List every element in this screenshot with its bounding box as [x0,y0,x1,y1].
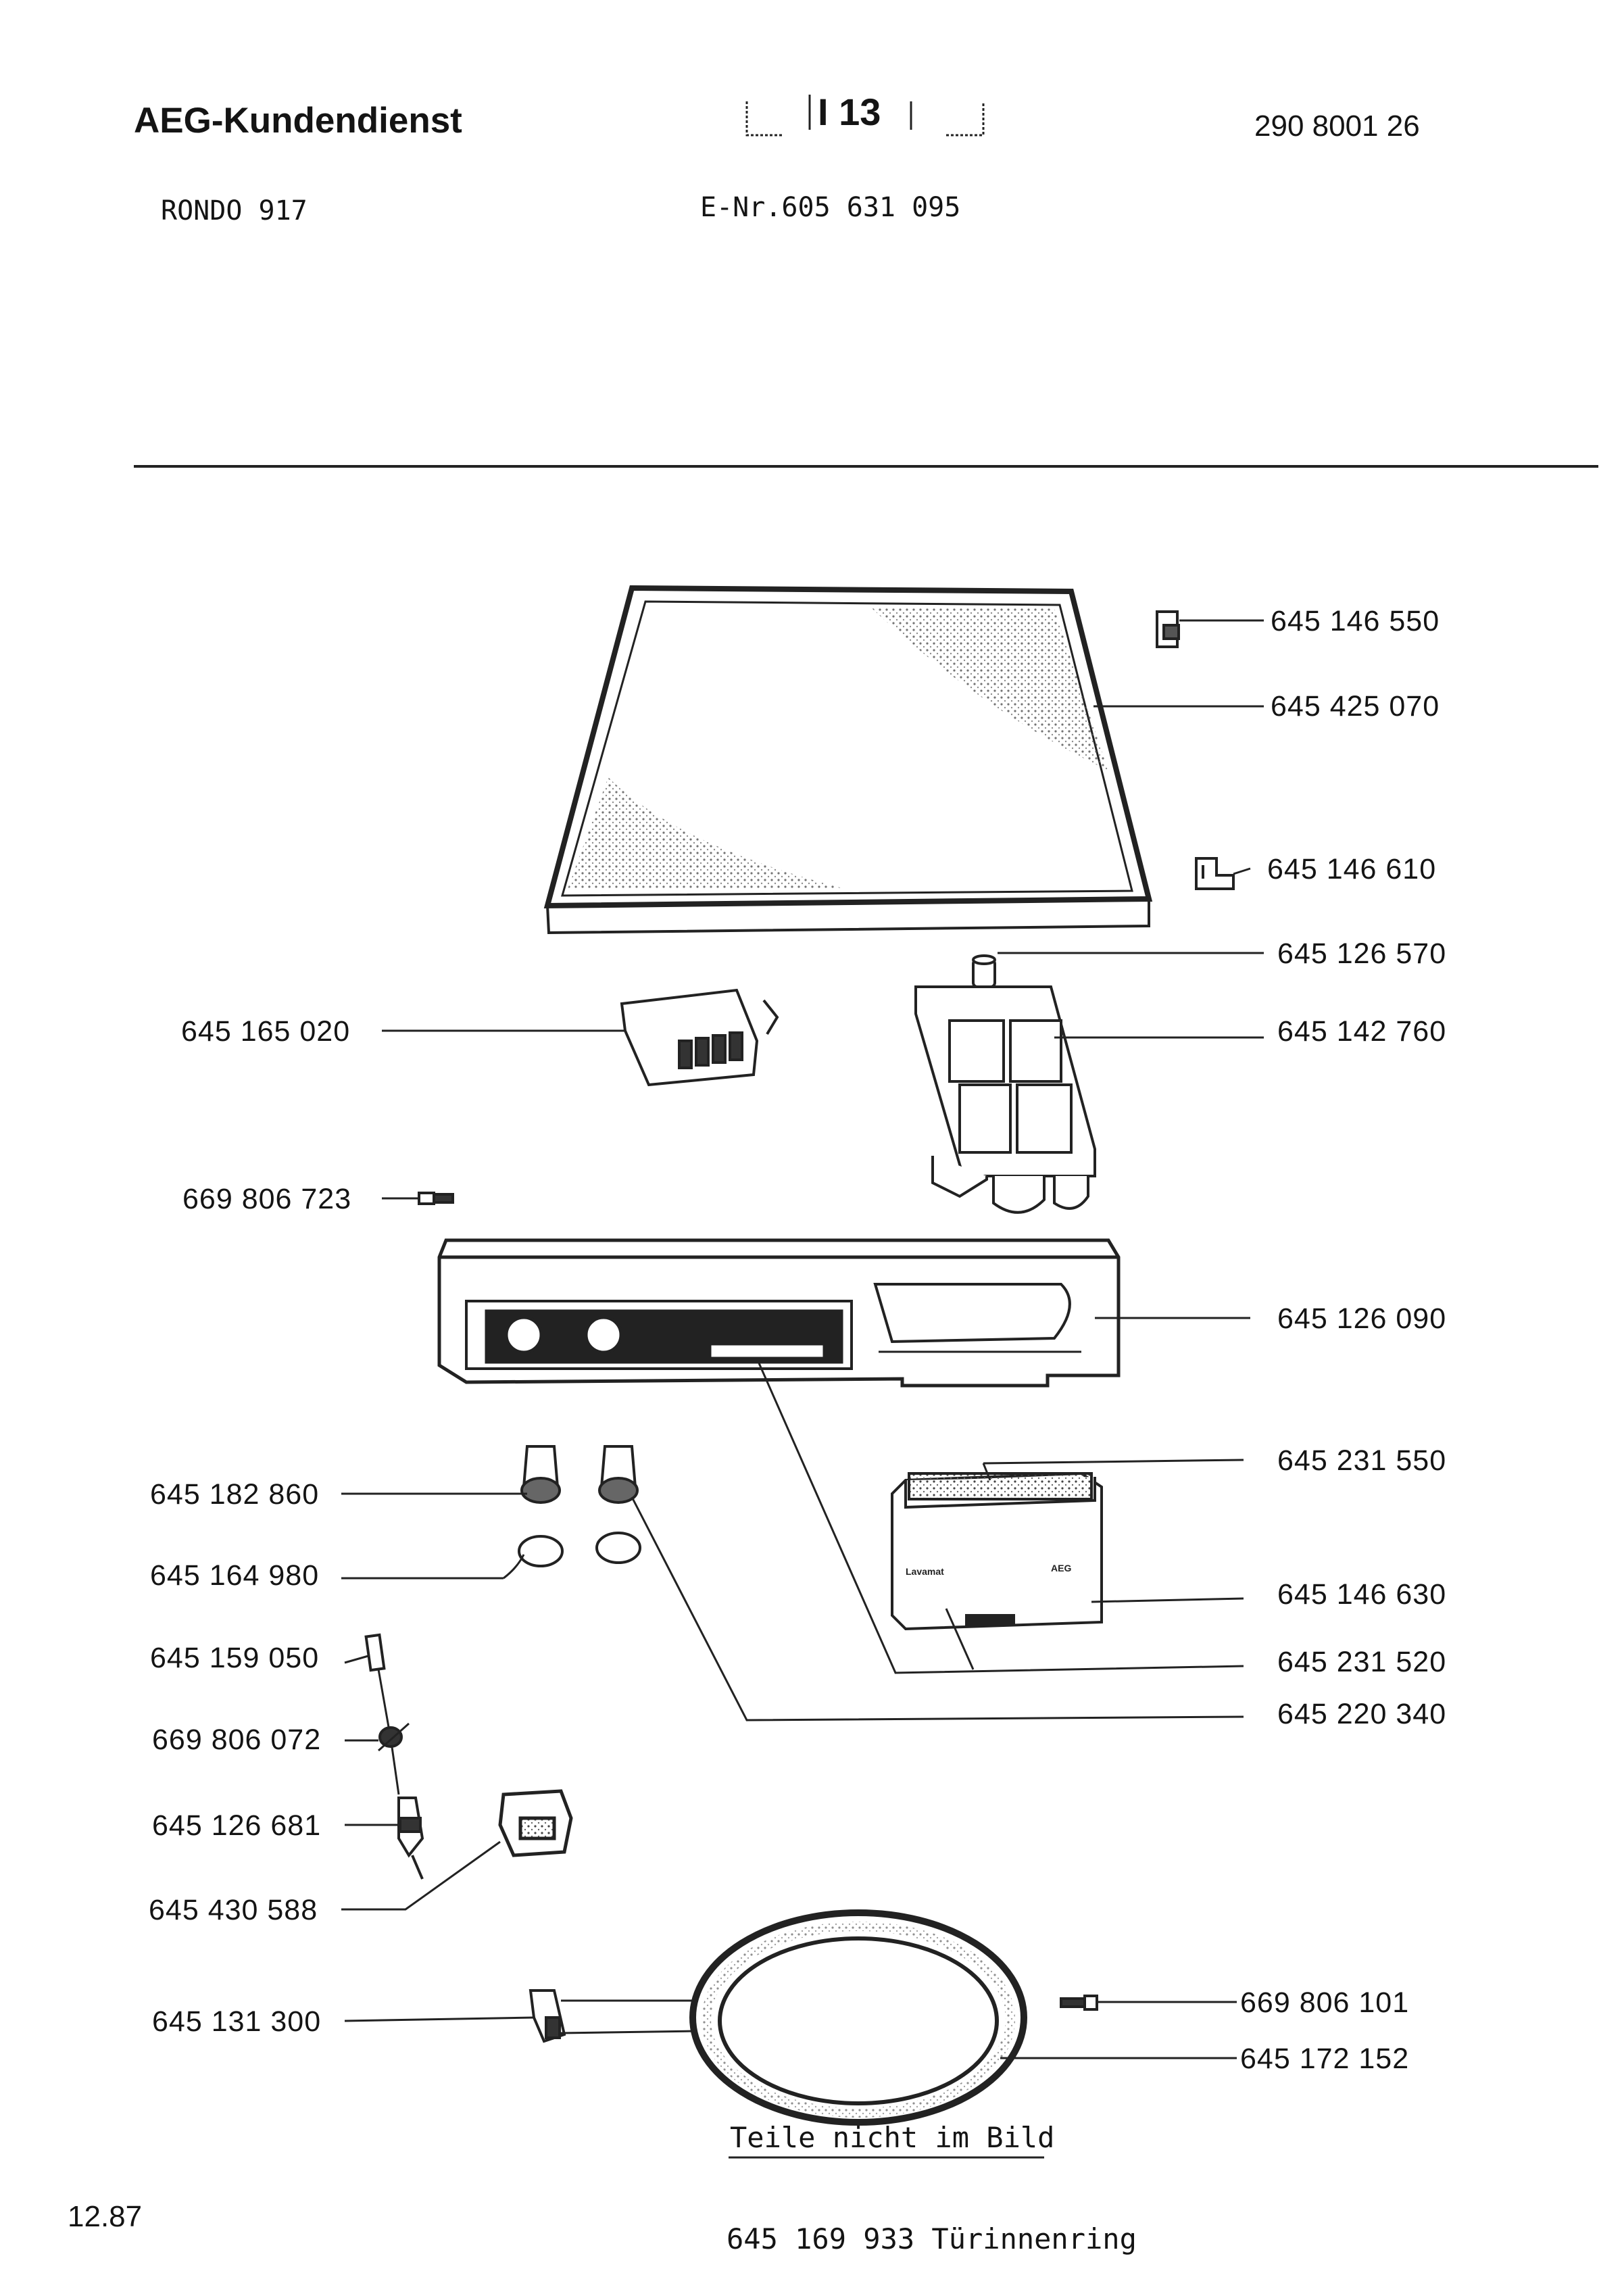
panel-insert-part [891,1471,1103,1631]
part-number: 645 231 520 [1277,1646,1447,1678]
part-number: 645 146 630 [1277,1578,1447,1611]
aeg-panel-label: AEG [1051,1563,1071,1573]
not-shown-item: 645 169 933 Türinnenring [727,2222,1137,2255]
page-reference: I 13 [818,91,881,133]
part-number: 645 165 020 [181,1015,351,1048]
part-number: 645 430 588 [149,1894,318,1926]
brand-title: AEG-Kundendienst [134,101,462,141]
part-number: 645 172 152 [1240,2043,1410,2075]
hinge-part [529,1989,566,2043]
lavamat-label: Lavamat [906,1566,944,1577]
door-ring-part [689,1909,1027,2126]
part-number: 645 126 681 [152,1809,322,1842]
terminal-strip-part [620,988,779,1087]
screw-part [418,1192,454,1205]
control-panel-part [437,1238,1121,1388]
part-number: 669 806 072 [152,1724,322,1756]
not-shown-heading: Teile nicht im Bild [730,2121,1055,2154]
part-number: 645 126 090 [1277,1302,1447,1335]
part-number: 645 159 050 [150,1642,320,1674]
model-name: RONDO 917 [161,195,308,226]
part-number: 645 182 860 [150,1478,320,1511]
detergent-drawer-part [914,985,1096,1214]
part-number: 645 131 300 [152,2005,322,2038]
pin-part [364,1633,386,1672]
part-number: 645 164 980 [150,1559,320,1592]
part-number: 669 806 101 [1240,1986,1410,2019]
bracket-part [1195,857,1235,890]
part-number: 645 220 340 [1277,1698,1447,1730]
latch-part [397,1797,424,1880]
part-number: 645 126 570 [1277,937,1447,970]
top-cover-part [543,585,1153,935]
disc-parts [518,1532,641,1567]
knob-parts [520,1445,639,1504]
clip-part [1156,610,1180,648]
part-number: 645 146 610 [1267,853,1437,885]
page-ref-brackets [745,95,985,137]
part-number: 669 806 723 [182,1183,352,1215]
part-number: 645 146 550 [1271,605,1440,637]
print-date: 12.87 [68,2200,143,2233]
part-number: 645 231 550 [1277,1444,1447,1477]
part-number: 645 142 760 [1277,1015,1447,1048]
spring-part [378,1722,410,1752]
cap-part [972,954,996,988]
e-number: E-Nr.605 631 095 [700,192,961,223]
document-number: 290 8001 26 [1254,109,1420,143]
part-number: 645 425 070 [1271,690,1440,723]
door-handle-part [498,1789,573,1857]
leader-lines [341,619,1264,2059]
ring-screw-part [1060,1995,1098,2011]
